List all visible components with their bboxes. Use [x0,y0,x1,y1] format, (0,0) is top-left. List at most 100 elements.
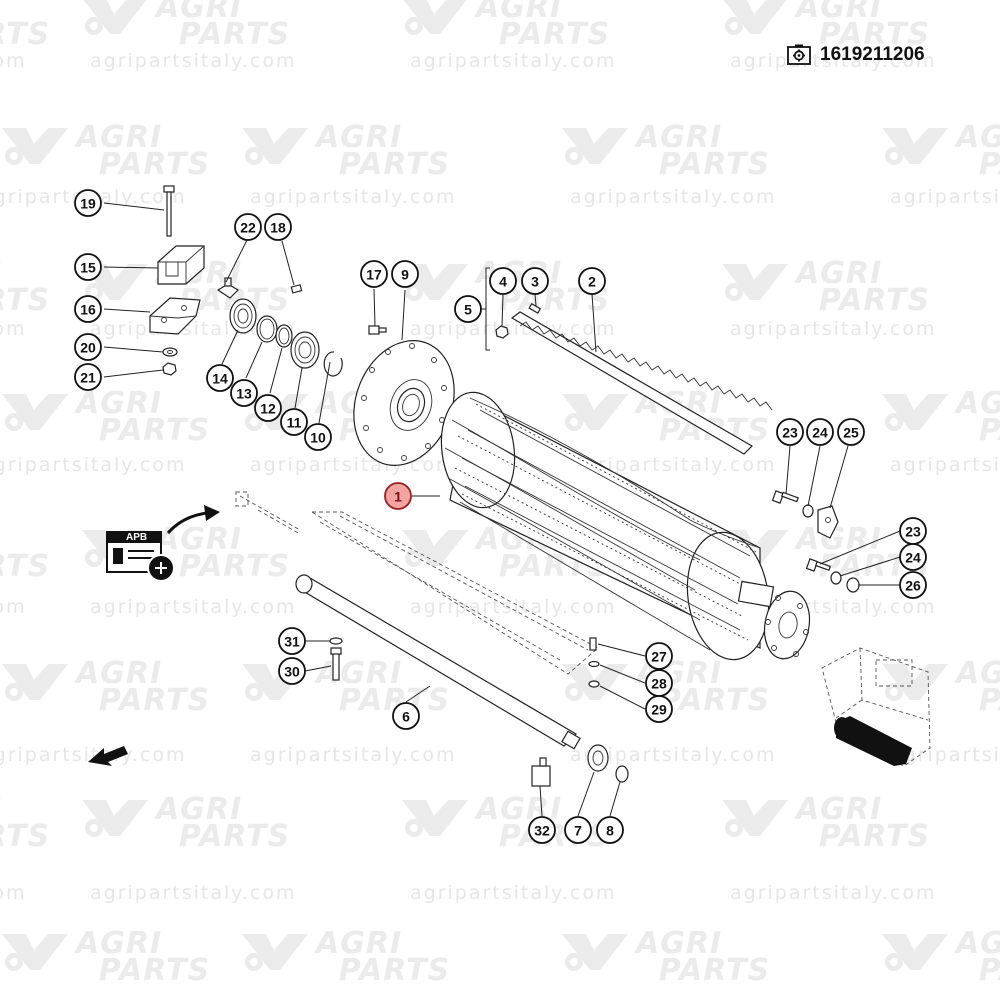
callout-6[interactable]: 6 [392,702,420,730]
callout-circle [489,267,517,295]
callout-21[interactable]: 21 [74,363,102,391]
callout-17[interactable]: 17 [360,260,388,288]
callout-number: 9 [401,267,409,283]
callout-number: 22 [240,220,256,236]
washer-part-31 [329,637,343,645]
callout-29[interactable]: 29 [645,695,673,723]
callout-circle [360,260,388,288]
callout-13[interactable]: 13 [230,379,258,407]
callout-23[interactable]: 23 [899,517,927,545]
callout-22[interactable]: 22 [234,213,262,241]
callout-23[interactable]: 23 [776,418,804,446]
bolt-part-19 [163,185,175,237]
bracket-block-part-15 [157,245,205,285]
callout-27[interactable]: 27 [645,642,673,670]
circlip-part-10 [323,351,343,377]
callout-number: 20 [80,340,96,356]
callout-30[interactable]: 30 [278,657,306,685]
washer-part-20 [162,347,178,357]
callout-circle [776,418,804,446]
callout-circle [74,295,102,323]
callout-circle [384,482,412,510]
callout-number: 6 [402,709,410,725]
screw-part-30 [330,647,342,681]
callout-25[interactable]: 25 [837,418,865,446]
callout-15[interactable]: 15 [74,253,102,281]
callout-number: 24 [905,550,921,566]
callout-number: 23 [782,425,798,441]
callout-circle [230,379,258,407]
callout-26[interactable]: 26 [899,571,927,599]
part-code-header: 1619211206 [787,42,925,68]
callout-2[interactable]: 2 [578,267,606,295]
callout-circle [564,816,592,844]
callout-4[interactable]: 4 [489,267,517,295]
shaft-part-6 [295,574,581,750]
callout-number: 12 [260,401,276,417]
flange-disc-part-9 [353,340,455,466]
callout-3[interactable]: 3 [521,267,549,295]
callout-number: 3 [531,274,539,290]
screw-part-3 [528,302,542,314]
direction-arrow-icon [88,746,128,766]
machine-location-thumbnail [821,647,931,767]
bolt-part-23-upper [771,490,799,504]
callout-circle [74,363,102,391]
callout-circle [206,364,234,392]
callout-number: 32 [534,823,550,839]
callout-number: 14 [212,371,228,387]
callout-19[interactable]: 19 [74,189,102,217]
callout-circle [278,627,306,655]
callout-circle [645,642,673,670]
callout-10[interactable]: 10 [304,423,332,451]
screw-part-27 [589,637,597,651]
rotor-drum-part-1 [440,391,811,661]
callout-circle [454,295,482,323]
callout-14[interactable]: 14 [206,364,234,392]
callout-28[interactable]: 28 [645,669,673,697]
washer-part-28 [588,660,600,668]
callout-circle [254,394,282,422]
nut-part-26 [846,577,860,593]
callout-24[interactable]: 24 [899,543,927,571]
bolt-part-23-lower [805,558,832,572]
add-plus-icon[interactable] [147,554,175,582]
nut-part-21 [162,362,177,376]
callout-number: 18 [270,220,286,236]
callout-16[interactable]: 16 [74,295,102,323]
bracket-plate-part-16 [149,297,201,335]
bearing-part-11 [290,331,320,369]
callout-5[interactable]: 5 [454,295,482,323]
callout-1-highlighted[interactable]: 1 [384,482,412,510]
callout-number: 10 [310,430,326,446]
callout-circle [278,657,306,685]
callout-11[interactable]: 11 [280,408,308,436]
callout-9[interactable]: 9 [391,260,419,288]
callout-circle [899,543,927,571]
nut-part-29 [588,680,600,688]
callout-20[interactable]: 20 [74,333,102,361]
callout-number: 29 [651,702,667,718]
callout-number: 8 [606,823,614,839]
callout-number: 26 [905,578,921,594]
callout-circle [899,571,927,599]
callout-circle [596,816,624,844]
callout-8[interactable]: 8 [596,816,624,844]
apb-add-badge[interactable]: APB [104,503,224,583]
nut-part-4 [495,325,509,339]
callout-18[interactable]: 18 [264,213,292,241]
callout-12[interactable]: 12 [254,394,282,422]
knife-strip-part-2 [510,311,773,455]
callout-24[interactable]: 24 [806,418,834,446]
callout-circle [806,418,834,446]
screw-part-17 [368,325,387,335]
washer-part-24-lower [830,571,842,585]
callout-circle [234,213,262,241]
callout-number: 1 [394,489,402,505]
callout-31[interactable]: 31 [278,627,306,655]
callout-32[interactable]: 32 [528,816,556,844]
callout-circle [74,333,102,361]
callout-7[interactable]: 7 [564,816,592,844]
